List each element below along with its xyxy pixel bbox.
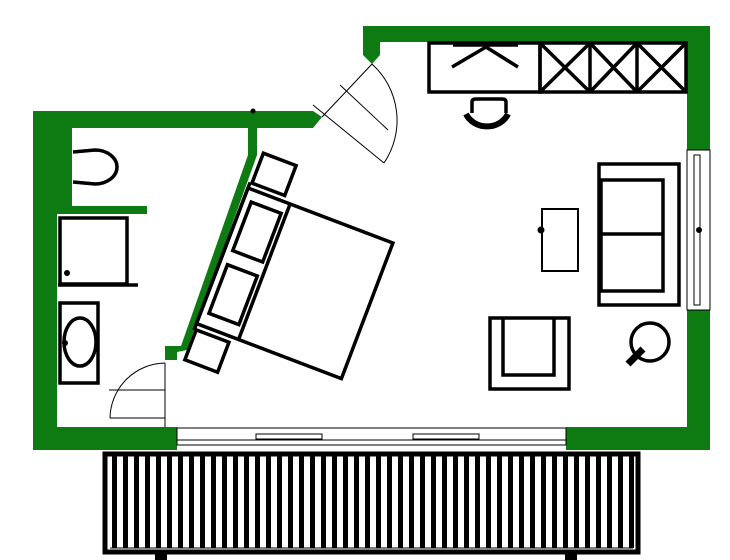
- balcony-slat: [310, 456, 315, 548]
- balcony-slat: [618, 456, 623, 548]
- balcony-slat: [453, 456, 458, 548]
- balcony-slat: [211, 456, 216, 548]
- wardrobe: [538, 41, 688, 94]
- pillow: [230, 199, 284, 265]
- right-window[interactable]: [686, 149, 711, 311]
- balcony-slat: [222, 456, 227, 548]
- balcony-slat: [233, 456, 238, 548]
- wall-marker: [250, 108, 256, 114]
- balcony-slat: [420, 456, 425, 548]
- balcony-slat: [475, 456, 480, 548]
- balcony-slat: [332, 456, 337, 548]
- toilet: [72, 148, 119, 186]
- balcony-slat: [167, 456, 172, 548]
- balcony-slat: [563, 456, 568, 548]
- balcony-slat: [288, 456, 293, 548]
- double-bed: [182, 150, 396, 381]
- coffee-table: [537, 208, 579, 272]
- balcony-slat: [442, 456, 447, 548]
- balcony-slat: [299, 456, 304, 548]
- balcony-slat: [134, 456, 139, 548]
- balcony-slat: [277, 456, 282, 548]
- balcony-slat: [607, 456, 612, 548]
- balcony-slat: [365, 456, 370, 548]
- balcony-slat: [596, 456, 601, 548]
- balcony-slat: [508, 456, 513, 548]
- balcony-slat: [376, 456, 381, 548]
- balcony-slat: [156, 456, 161, 548]
- bottom-window[interactable]: [176, 427, 567, 446]
- toilet-wall: [57, 128, 72, 208]
- balcony-slat: [354, 456, 359, 548]
- balcony-slat: [486, 456, 491, 548]
- balcony-slat: [200, 456, 205, 548]
- balcony-slat: [387, 456, 392, 548]
- balcony-slat: [255, 456, 260, 548]
- balcony-slat: [409, 456, 414, 548]
- balcony-slat: [629, 456, 634, 548]
- right-lower-wall: [687, 310, 710, 450]
- left-outer-wall: [33, 111, 57, 450]
- balcony-slat: [530, 456, 535, 548]
- shower-partition: [57, 206, 147, 214]
- pillow: [206, 262, 260, 327]
- bathroom-door[interactable]: [109, 362, 166, 427]
- bottom-right-wall: [566, 427, 710, 450]
- balcony-slat: [464, 456, 469, 548]
- sofa: [597, 162, 681, 307]
- balcony-slat: [519, 456, 524, 548]
- balcony-slat: [123, 456, 128, 548]
- balcony-slat: [145, 456, 150, 548]
- nightstand: [249, 150, 299, 198]
- balcony-slat: [552, 456, 557, 548]
- balcony-slat: [541, 456, 546, 548]
- desk: [427, 41, 542, 94]
- bottom-left-wall: [33, 427, 177, 450]
- balcony-slat: [244, 456, 249, 548]
- walls: [33, 26, 710, 450]
- top-right-wall: [363, 26, 710, 150]
- armchair: [488, 316, 571, 391]
- nightstand: [182, 327, 232, 375]
- entry-door[interactable]: [312, 63, 398, 164]
- balcony-slat: [266, 456, 271, 548]
- shower: [58, 216, 138, 287]
- bathroom-top-wall: [33, 111, 322, 128]
- balcony-slat: [112, 456, 117, 548]
- balcony-slat: [497, 456, 502, 548]
- balcony-slat: [343, 456, 348, 548]
- balcony-slat: [321, 456, 326, 548]
- balcony-slat: [189, 456, 194, 548]
- balcony-slat: [585, 456, 590, 548]
- balcony-slat: [431, 456, 436, 548]
- balcony-railing: [102, 451, 641, 560]
- balcony-slat: [574, 456, 579, 548]
- sink: [58, 301, 100, 385]
- balcony-slat: [178, 456, 183, 548]
- desk-chair: [463, 97, 511, 130]
- balcony-slat: [398, 456, 403, 548]
- floor-lamp: [625, 321, 671, 367]
